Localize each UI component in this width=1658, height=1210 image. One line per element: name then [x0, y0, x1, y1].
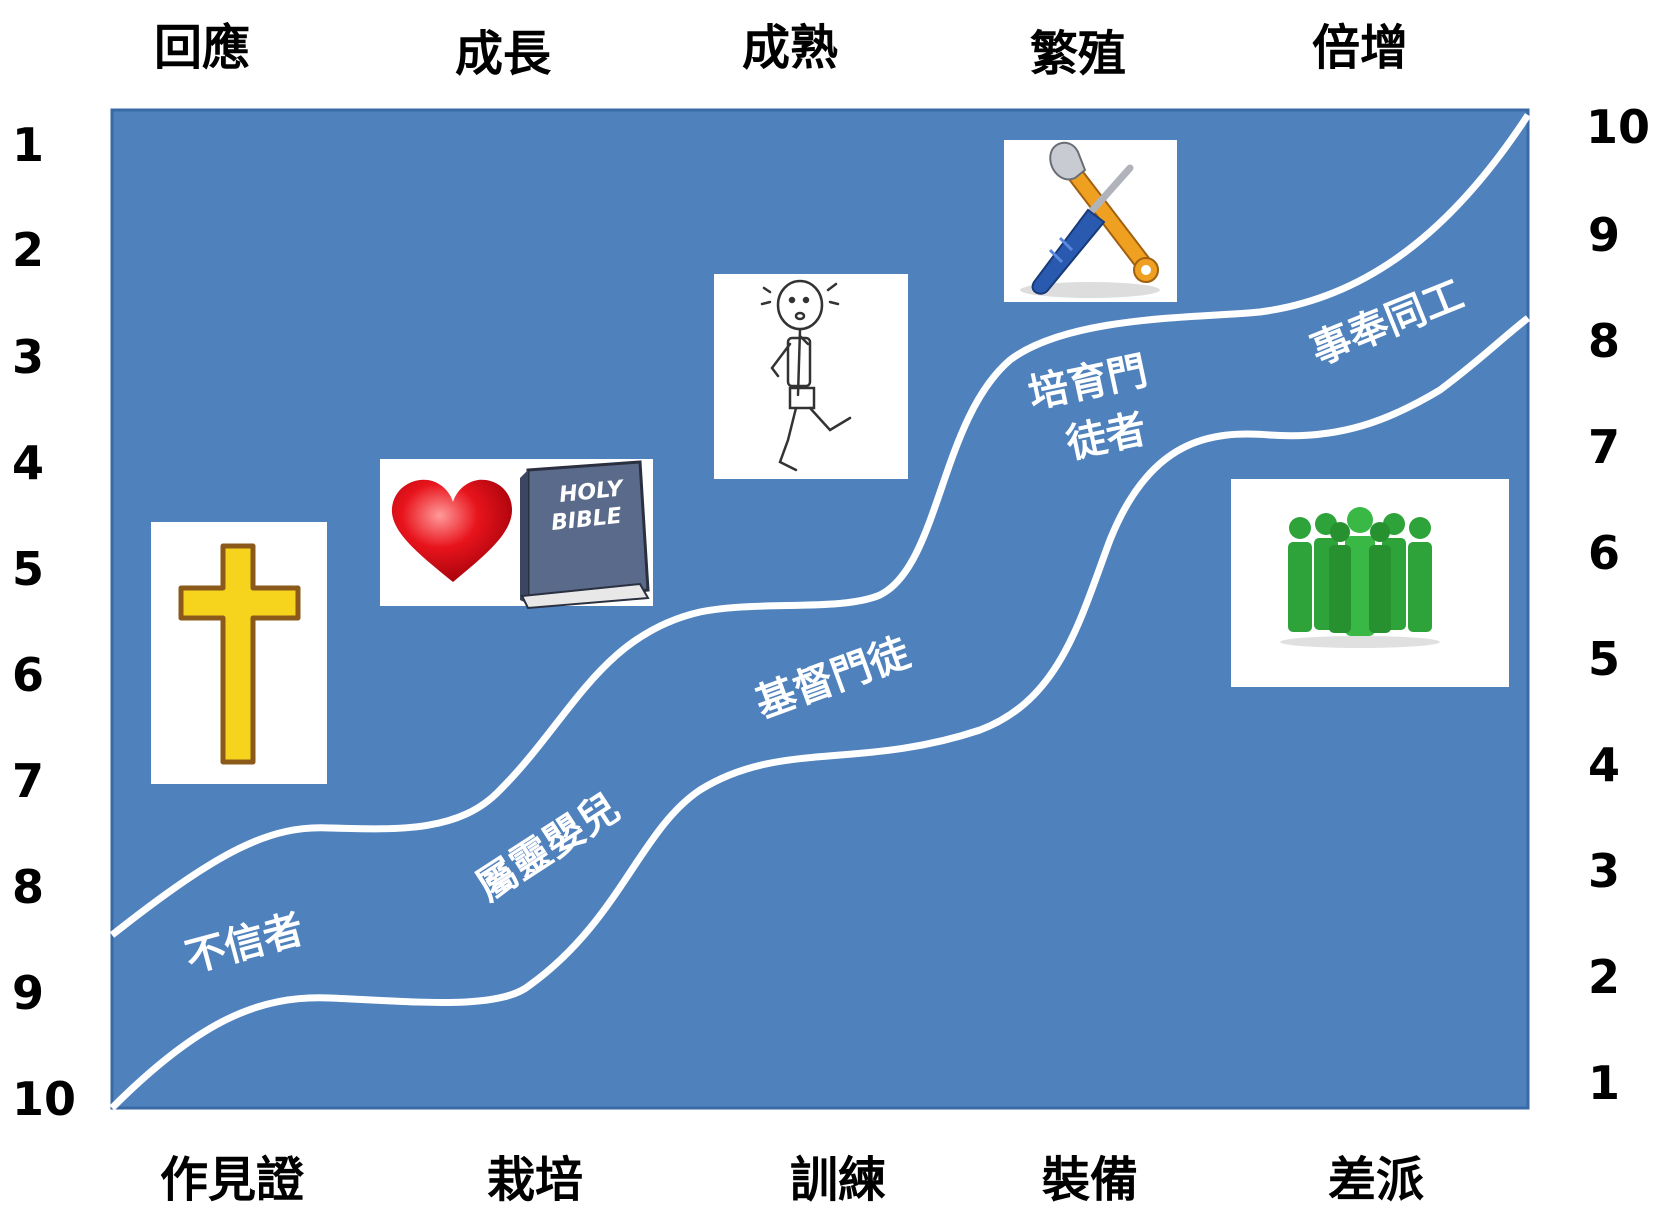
left-scale-9: 9 — [12, 966, 45, 1020]
right-scale-8: 8 — [1588, 314, 1621, 368]
heart-icon — [391, 479, 512, 582]
right-scale-2: 2 — [1588, 950, 1621, 1004]
heart-bible-image: HOLY BIBLE — [380, 459, 653, 610]
tools-icon — [1020, 141, 1160, 298]
left-scale-6: 6 — [12, 648, 45, 702]
left-scale-2: 2 — [12, 223, 45, 277]
left-scale-3: 3 — [12, 330, 45, 384]
right-scale-7: 7 — [1588, 420, 1621, 474]
top-label-respond: 回應 — [154, 20, 251, 76]
top-label-mature: 成熟 — [742, 20, 839, 76]
bottom-label-witness: 作見證 — [160, 1152, 305, 1208]
stick-figure-icon — [760, 279, 852, 472]
left-scale-10: 10 — [12, 1072, 77, 1126]
right-scale-9: 9 — [1588, 208, 1621, 262]
upper-growth-curve — [109, 113, 1531, 938]
left-scale-4: 4 — [12, 436, 45, 490]
bottom-label-nurture: 栽培 — [487, 1152, 584, 1208]
cross-image — [151, 522, 327, 784]
top-label-multiply: 倍增 — [1312, 20, 1409, 76]
top-label-reproduce: 繁殖 — [1030, 26, 1127, 82]
people-image — [1231, 479, 1509, 687]
bible-icon: HOLY BIBLE — [520, 460, 650, 610]
cross-icon — [178, 543, 301, 765]
tools-image — [1004, 140, 1177, 302]
right-scale-6: 6 — [1588, 526, 1621, 580]
top-label-grow: 成長 — [455, 26, 552, 82]
right-scale-1: 1 — [1588, 1056, 1621, 1110]
bottom-label-train: 訓練 — [790, 1152, 887, 1208]
left-scale-1: 1 — [12, 118, 45, 172]
left-scale-8: 8 — [12, 860, 45, 914]
right-scale-3: 3 — [1588, 844, 1621, 898]
bottom-label-send: 差派 — [1328, 1152, 1425, 1208]
bottom-label-equip: 裝備 — [1042, 1152, 1139, 1208]
group-of-people-icon — [1280, 507, 1440, 648]
right-scale-4: 4 — [1588, 738, 1621, 792]
right-scale-10: 10 — [1586, 100, 1651, 154]
lower-growth-curve — [109, 315, 1531, 1111]
left-scale-5: 5 — [12, 542, 45, 596]
left-scale-7: 7 — [12, 754, 45, 808]
stick-figure-image — [714, 274, 908, 479]
right-scale-5: 5 — [1588, 632, 1621, 686]
